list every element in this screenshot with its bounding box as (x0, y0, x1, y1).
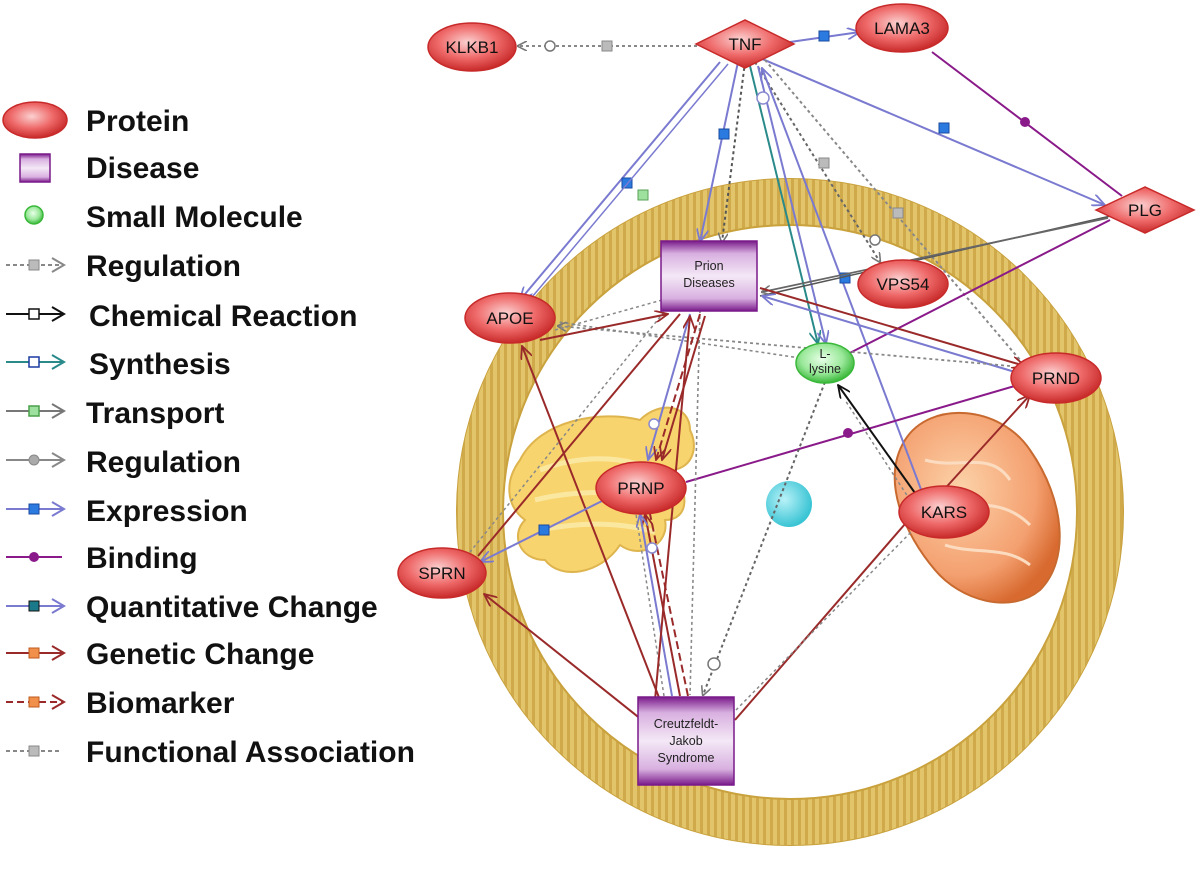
node-creutzfeldt-jakob-syndrome[interactable]: Creutzfeldt- Jakob Syndrome (637, 696, 735, 786)
node-sprn-label: SPRN (418, 564, 465, 583)
node-prion-label-2: Diseases (683, 276, 734, 290)
node-prnd-label: PRND (1032, 369, 1080, 388)
legend-item-quantitative-change: Quantitative Change (6, 591, 378, 624)
legend-label: Quantitative Change (86, 591, 378, 624)
node-cjd-label-2: Jakob (669, 734, 702, 748)
legend-label: Regulation (86, 446, 241, 479)
legend-item-regulation-circle: Regulation (6, 446, 241, 479)
node-tnf-label: TNF (728, 35, 761, 54)
legend-synthesis-arrow-icon (6, 354, 66, 370)
legend-label: Protein (86, 105, 189, 138)
node-vps54[interactable]: VPS54 (857, 259, 949, 309)
node-prion-label-1: Prion (694, 259, 723, 273)
legend-label: Transport (86, 397, 224, 430)
legend-item-binding: Binding (6, 542, 198, 575)
node-plg-label: PLG (1128, 201, 1162, 220)
legend-disease-icon (19, 153, 51, 183)
legend-item-disease: Disease (19, 152, 199, 185)
legend-item-genetic-change: Genetic Change (6, 638, 314, 671)
node-tnf[interactable]: TNF (694, 19, 796, 69)
legend-item-small-molecule: Small Molecule (24, 201, 303, 234)
legend-biomarker-arrow-icon (6, 694, 66, 710)
node-prnd[interactable]: PRND (1010, 352, 1102, 404)
legend-regulation-arrow-icon (6, 257, 66, 273)
legend-item-expression: Expression (6, 495, 248, 528)
legend-label: Small Molecule (86, 201, 303, 234)
legend-regulation-circle-arrow-icon (6, 452, 66, 468)
node-apoe-label: APOE (486, 309, 533, 328)
node-prnp[interactable]: PRNP (595, 461, 687, 515)
node-prnp-label: PRNP (617, 479, 664, 498)
legend-item-biomarker: Biomarker (6, 687, 235, 720)
legend-item-transport: Transport (6, 397, 224, 430)
node-l-lysine[interactable]: L- lysine (795, 342, 855, 384)
node-l-lysine-label-1: L- (819, 347, 830, 361)
node-l-lysine-label-2: lysine (809, 362, 841, 376)
legend-item-protein: Protein (2, 101, 189, 139)
legend-label: Functional Association (86, 736, 415, 769)
legend-label: Binding (86, 542, 198, 575)
nucleus-organelle (766, 481, 812, 527)
node-kars-label: KARS (921, 503, 967, 522)
legend-genetic-change-arrow-icon (6, 645, 66, 661)
node-plg[interactable]: PLG (1094, 186, 1196, 234)
legend-protein-icon (2, 101, 68, 139)
legend-label: Genetic Change (86, 638, 314, 671)
node-klkb1-label: KLKB1 (446, 38, 499, 57)
legend-label: Synthesis (89, 348, 231, 381)
node-sprn[interactable]: SPRN (397, 547, 487, 599)
legend-item-regulation-square: Regulation (6, 250, 241, 283)
node-cjd-label-1: Creutzfeldt- (654, 717, 719, 731)
node-prion-diseases[interactable]: Prion Diseases (660, 240, 758, 312)
node-klkb1[interactable]: KLKB1 (427, 22, 517, 72)
legend-label: Disease (86, 152, 199, 185)
legend-item-synthesis: Synthesis (6, 348, 231, 381)
legend-small-molecule-icon (24, 205, 44, 225)
legend-chemical-reaction-arrow-icon (6, 306, 66, 322)
legend-label: Chemical Reaction (89, 300, 357, 333)
node-apoe[interactable]: APOE (464, 292, 556, 344)
legend-label: Regulation (86, 250, 241, 283)
legend-transport-arrow-icon (6, 403, 66, 419)
legend-expression-arrow-icon (6, 501, 66, 517)
edges (469, 31, 1123, 721)
legend-binding-line-icon (6, 552, 62, 562)
node-lama3-label: LAMA3 (874, 19, 930, 38)
legend-functional-association-line-icon (6, 745, 62, 757)
node-vps54-label: VPS54 (877, 275, 930, 294)
legend-quantitative-change-arrow-icon (6, 598, 66, 614)
node-lama3[interactable]: LAMA3 (855, 3, 949, 53)
node-kars[interactable]: KARS (898, 485, 990, 539)
legend-label: Biomarker (86, 687, 235, 720)
legend-label: Expression (86, 495, 248, 528)
legend: Protein Disease Small Molecule Regulatio… (2, 101, 415, 769)
legend-item-functional-association: Functional Association (6, 736, 415, 769)
node-cjd-label-3: Syndrome (658, 751, 715, 765)
legend-item-chemical-reaction: Chemical Reaction (6, 300, 357, 333)
